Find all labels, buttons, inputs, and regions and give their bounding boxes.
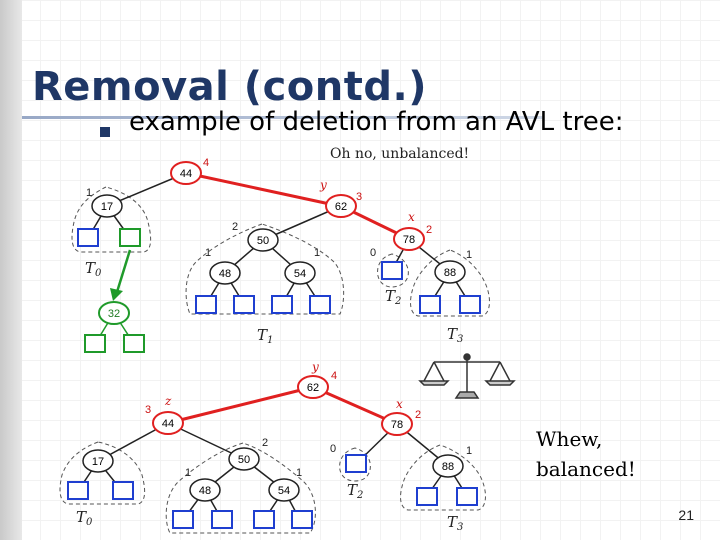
node-height: 1 bbox=[466, 249, 472, 261]
top-node-78: 78 2 x bbox=[394, 210, 432, 250]
deletion-arrow bbox=[110, 250, 130, 301]
leaf-box bbox=[196, 296, 216, 313]
node-mark-z: z bbox=[164, 394, 172, 408]
leaf-box bbox=[78, 229, 98, 246]
subtree-label-t3: T3 bbox=[447, 325, 463, 345]
node-label: 78 bbox=[403, 234, 415, 246]
node-height: 2 bbox=[415, 409, 421, 421]
node-height: 1 bbox=[205, 247, 211, 259]
leaf-box bbox=[68, 482, 88, 499]
leaf-box bbox=[272, 296, 292, 313]
node-label: 62 bbox=[307, 382, 319, 394]
node-height: 1 bbox=[185, 467, 191, 479]
bottom-caption: Whew, balanced! bbox=[536, 427, 636, 481]
node-mark-x: x bbox=[408, 210, 415, 224]
top-caption: Oh no, unbalanced! bbox=[330, 146, 469, 162]
node-label: 62 bbox=[335, 201, 347, 213]
bottom-node-88: 88 1 bbox=[433, 445, 472, 477]
bottom-caption-line1: Whew, bbox=[536, 427, 602, 451]
top-node-62: 62 3 y bbox=[319, 178, 362, 217]
balance-scale-icon bbox=[420, 354, 514, 398]
empty-node-height: 0 bbox=[370, 247, 376, 259]
leaf-box bbox=[254, 511, 274, 528]
node-mark-y: y bbox=[319, 178, 327, 192]
node-label: 54 bbox=[278, 485, 290, 497]
leaf-box bbox=[420, 296, 440, 313]
leaf-box bbox=[120, 229, 140, 246]
node-label: 50 bbox=[257, 235, 269, 247]
node-height: 4 bbox=[203, 157, 209, 169]
bottom-node-48: 48 1 bbox=[185, 467, 220, 501]
bottom-node-17: 17 bbox=[83, 450, 113, 472]
node-label: 17 bbox=[92, 456, 104, 468]
leaf-box bbox=[292, 511, 312, 528]
leaf-box bbox=[310, 296, 330, 313]
leaf-box bbox=[346, 455, 366, 472]
deletion-arrow-line bbox=[117, 250, 130, 292]
node-label: 48 bbox=[199, 485, 211, 497]
node-label: 78 bbox=[391, 419, 403, 431]
node-height: 4 bbox=[331, 370, 337, 382]
node-height: 2 bbox=[426, 224, 432, 236]
bottom-node-62: 62 4 y bbox=[298, 360, 337, 398]
node-height: 2 bbox=[262, 437, 268, 449]
node-label: 32 bbox=[108, 308, 120, 320]
node-label: 88 bbox=[442, 461, 454, 473]
node-height: 3 bbox=[356, 191, 362, 203]
top-node-32: 32 bbox=[99, 302, 129, 324]
node-label: 17 bbox=[101, 201, 113, 213]
top-node-54: 54 1 bbox=[285, 247, 320, 284]
leaf-box bbox=[85, 335, 105, 352]
node-label: 48 bbox=[219, 268, 231, 280]
subtree-label-t2: T2 bbox=[385, 287, 401, 307]
subtree-label-t0: T0 bbox=[76, 508, 93, 528]
deletion-arrow-head bbox=[110, 288, 123, 301]
node-mark-y: y bbox=[311, 360, 319, 374]
node-height: 1 bbox=[296, 467, 302, 479]
node-height: 3 bbox=[145, 404, 151, 416]
bottom-caption-line2: balanced! bbox=[536, 457, 636, 481]
leaf-box bbox=[234, 296, 254, 313]
top-node-44: 44 4 bbox=[171, 157, 209, 184]
leaf-box bbox=[417, 488, 437, 505]
subtree-label-t1: T1 bbox=[257, 326, 273, 346]
node-height: 2 bbox=[232, 221, 238, 233]
node-height: 1 bbox=[466, 445, 472, 457]
subtree-label-t2: T2 bbox=[347, 481, 363, 501]
edge-62-44 bbox=[168, 387, 313, 423]
node-height: 1 bbox=[86, 187, 92, 199]
top-node-48: 48 1 bbox=[205, 247, 240, 284]
node-label: 54 bbox=[294, 268, 306, 280]
node-height: 1 bbox=[314, 247, 320, 259]
bottom-node-78: 78 2 x bbox=[382, 397, 421, 435]
node-label: 44 bbox=[162, 418, 174, 430]
bottom-node-50: 50 2 bbox=[229, 437, 268, 470]
bottom-node-54: 54 1 bbox=[269, 467, 302, 501]
subtree-label-t0: T0 bbox=[85, 259, 102, 279]
top-node-17: 17 1 bbox=[86, 187, 122, 217]
subtree-label-t3: T3 bbox=[447, 513, 463, 533]
node-label: 50 bbox=[238, 454, 250, 466]
leaf-box bbox=[212, 511, 232, 528]
top-tree: Oh no, unbalanced! bbox=[72, 146, 489, 352]
page-number: 21 bbox=[678, 507, 694, 523]
bottom-node-44: 44 3 z bbox=[145, 394, 183, 434]
leaf-box bbox=[460, 296, 480, 313]
node-label: 44 bbox=[180, 168, 192, 180]
node-mark-x: x bbox=[396, 397, 403, 411]
top-edges bbox=[88, 173, 470, 344]
node-label: 88 bbox=[444, 267, 456, 279]
top-node-50: 50 2 bbox=[232, 221, 278, 251]
bottom-tree: 62 4 y 44 3 z 78 2 x 17 50 2 48 1 bbox=[60, 360, 636, 533]
empty-node-height: 0 bbox=[330, 443, 336, 455]
leaf-box bbox=[382, 262, 402, 279]
leaf-box bbox=[124, 335, 144, 352]
leaf-box bbox=[113, 482, 133, 499]
edge-44-62 bbox=[186, 173, 339, 206]
leaf-box bbox=[457, 488, 477, 505]
leaf-box bbox=[173, 511, 193, 528]
bottom-edges bbox=[78, 387, 467, 520]
